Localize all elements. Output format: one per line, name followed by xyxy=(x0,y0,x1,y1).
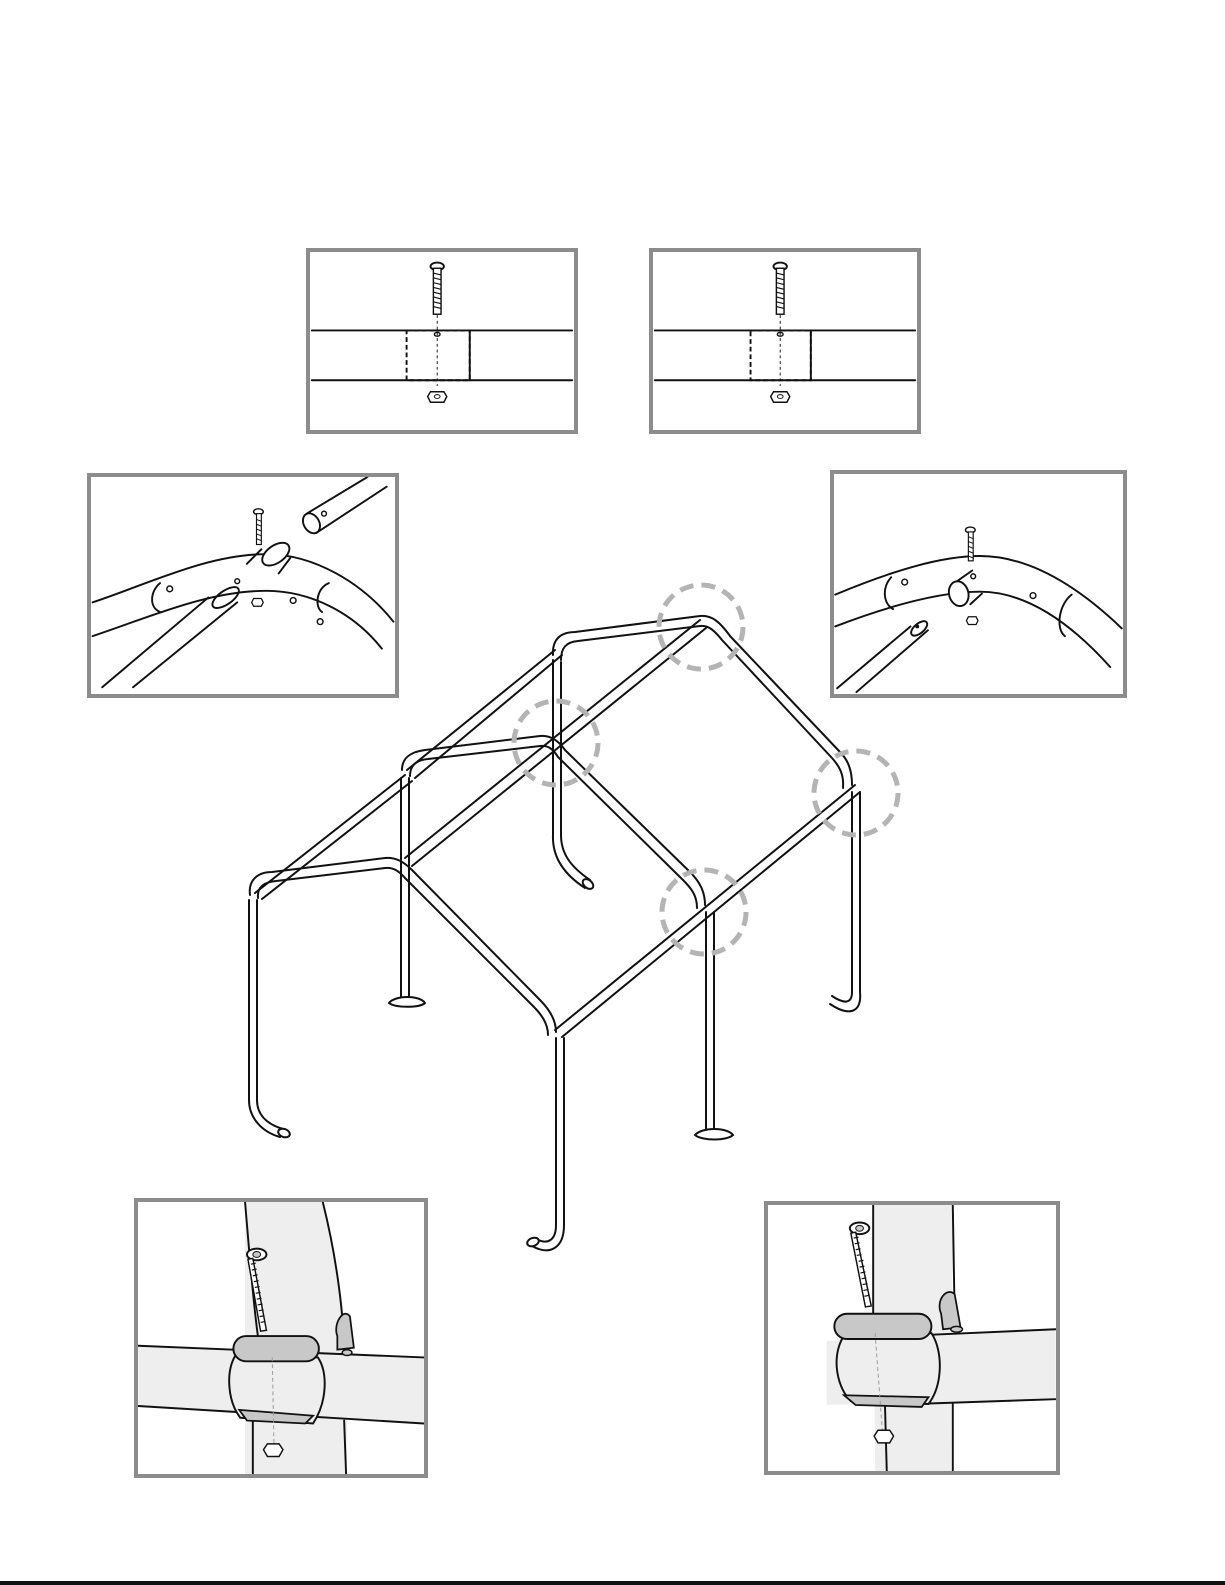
front-left-leg-inner xyxy=(257,900,283,1129)
base-plate-icons xyxy=(389,997,733,1140)
right-eave-rail-inner xyxy=(562,792,860,1037)
back-right-leg-outer xyxy=(832,792,852,1002)
callout-circle-ridge-back xyxy=(659,585,743,669)
front-right-foot-end xyxy=(526,1236,540,1248)
front-arch-inner xyxy=(258,868,548,1035)
back-left-foot-end xyxy=(581,877,595,891)
front-left-leg-outer xyxy=(249,900,280,1137)
frame-tubes xyxy=(249,616,860,1250)
back-arch-inner xyxy=(561,626,843,788)
back-right-leg-inner xyxy=(830,792,860,1011)
page-bottom-rule xyxy=(0,1581,1225,1585)
base-plate-icon xyxy=(695,1129,733,1140)
back-left-leg-outer xyxy=(553,660,585,888)
front-right-leg-outer xyxy=(534,1038,556,1242)
callout-circle-clamp-middle xyxy=(662,870,746,954)
front-right-leg-inner xyxy=(532,1038,564,1250)
callout-circle-clamp-back xyxy=(814,751,898,835)
left-eave-rail-front-inner xyxy=(262,781,412,899)
back-arch-outer xyxy=(553,616,852,785)
back-left-eave-rail-inner xyxy=(415,655,562,778)
base-plate-icon xyxy=(389,997,425,1007)
callout-circle-ridge-middle xyxy=(514,701,598,785)
